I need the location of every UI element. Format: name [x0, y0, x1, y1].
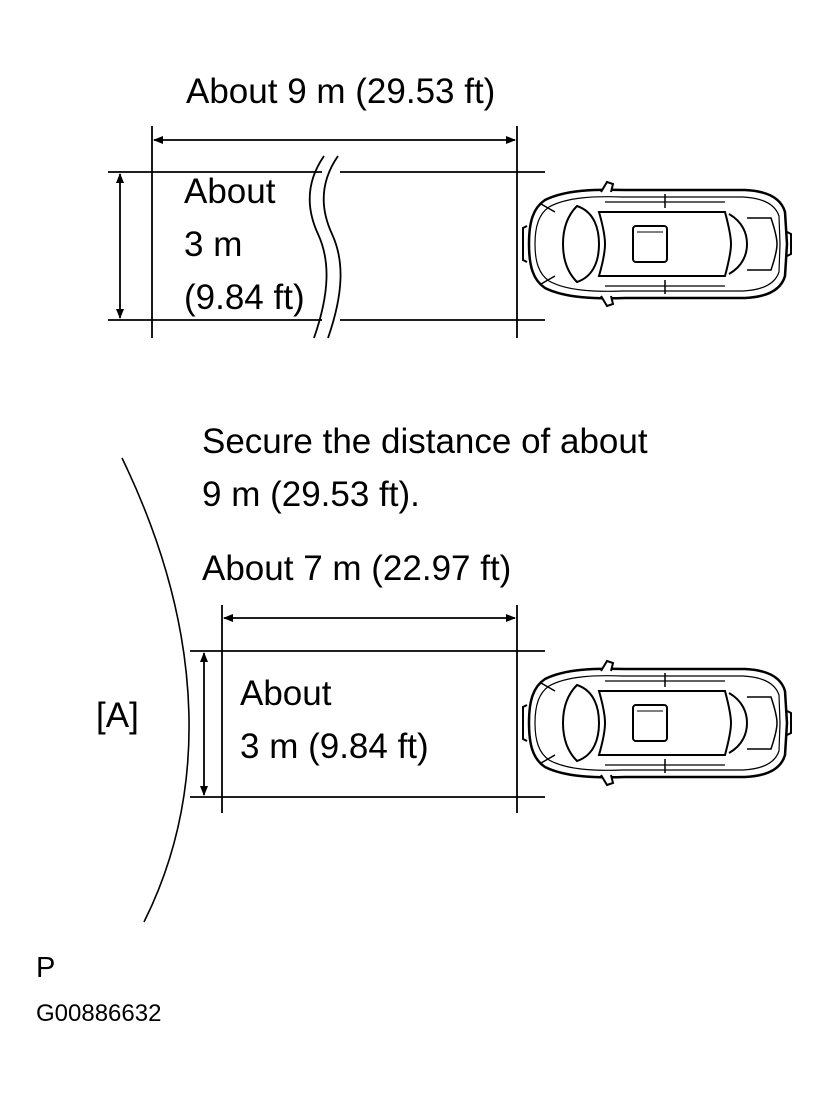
fig2-width-label-line1: About — [240, 674, 332, 713]
note-line1: Secure the distance of about — [202, 422, 648, 461]
fig2-length-label: About 7 m (22.97 ft) — [202, 549, 512, 588]
wall-arc — [121, 457, 190, 923]
note-line2: 9 m (29.53 ft). — [202, 475, 420, 514]
fig1-width-label-line3: (9.84 ft) — [184, 278, 305, 317]
figure-code: G00886632 — [36, 1000, 162, 1027]
footer-letter: P — [36, 952, 56, 984]
fig1-length-label: About 9 m (29.53 ft) — [186, 72, 496, 111]
fig1-width-label-line2: 3 m — [184, 225, 243, 264]
figure2-drawing — [121, 457, 793, 923]
fig2-car — [521, 659, 793, 787]
figure1-drawing — [108, 126, 793, 339]
fig2-width-label-line2: 3 m (9.84 ft) — [240, 727, 429, 766]
fig1-width-label-line1: About — [184, 172, 276, 211]
area-marker-label: [A] — [96, 696, 139, 735]
fig1-car — [521, 180, 793, 308]
fig1-break-symbol — [308, 155, 342, 339]
